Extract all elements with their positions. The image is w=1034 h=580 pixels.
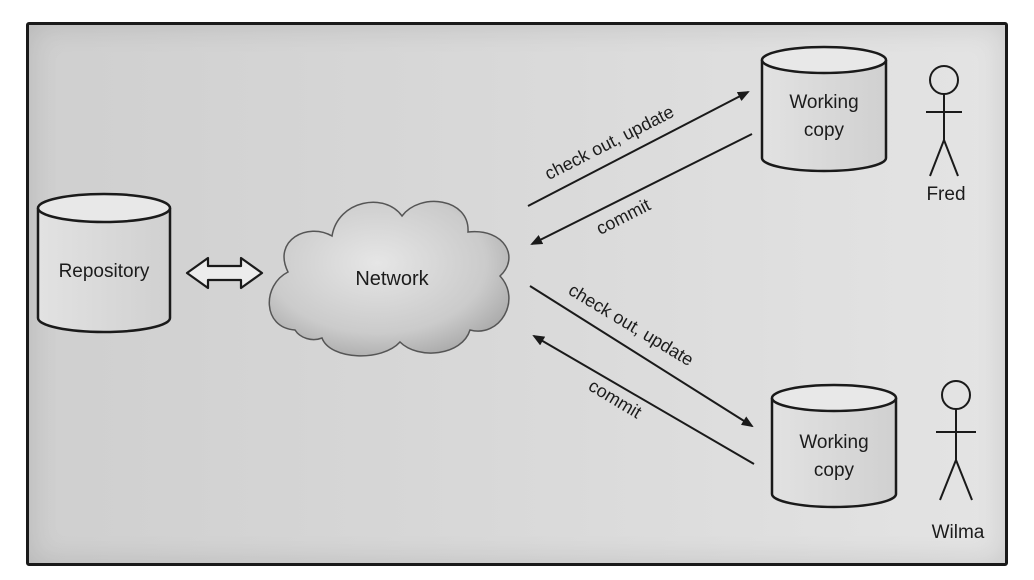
fred-checkout-arrow: [527, 91, 750, 207]
network-label: Network: [355, 268, 429, 290]
wilma-commit-arrow: [532, 334, 755, 465]
wilma-name-label: Wilma: [932, 522, 985, 543]
fred-commit-arrow: [530, 133, 753, 245]
network-cloud: Network: [268, 200, 510, 357]
repository-cylinder: Repository: [36, 192, 172, 334]
wilma-working-copy-label-line1: Working: [799, 432, 868, 453]
wilma-stick-figure: [936, 380, 976, 501]
fred-working-copy-label-line2: copy: [804, 120, 845, 141]
fred-checkout-label: check out, update: [541, 101, 677, 183]
wilma-checkout-label: check out, update: [565, 280, 697, 370]
fred-working-copy-cylinder: Working copy: [760, 45, 888, 173]
fred-working-copy-label-line1: Working: [789, 92, 858, 113]
wilma-working-copy-label-line2: copy: [814, 460, 855, 481]
wilma-working-copy-cylinder: Working copy: [770, 383, 898, 509]
repository-network-double-arrow: [185, 256, 264, 290]
fred-commit-label: commit: [593, 195, 654, 239]
repository-label: Repository: [59, 261, 150, 282]
fred-stick-figure: [926, 65, 962, 177]
fred-name-label: Fred: [926, 184, 965, 205]
wilma-checkout-arrow: [529, 285, 754, 428]
